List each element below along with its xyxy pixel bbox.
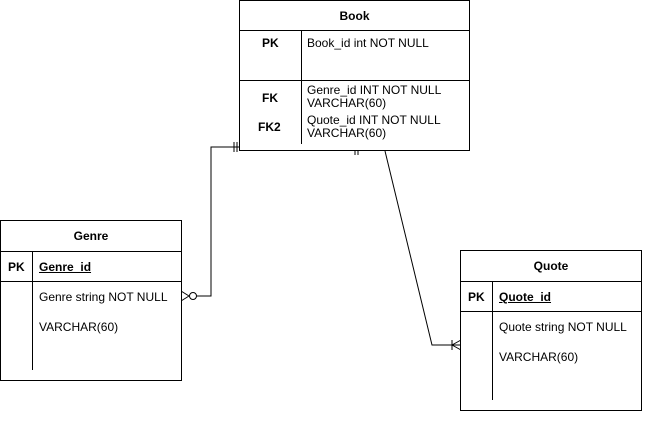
genre-crowfoot-lower — [180, 295, 190, 302]
book-quote-connector — [384, 150, 461, 346]
book-quote-id-field: Quote_id INT NOT NULL VARCHAR(60) — [307, 114, 441, 140]
quote-key-divider — [492, 282, 493, 400]
book-genre-connector — [190, 146, 240, 297]
quote-crowfoot-lower — [451, 344, 462, 351]
quote-id-field: Quote_id — [499, 290, 552, 304]
book-entity[interactable]: Book PK Book_id int NOT NULL FK Genre_id… — [239, 0, 470, 151]
book-genre-id-line1: Genre_id INT NOT NULL — [307, 83, 442, 97]
quote-crowfoot-upper — [451, 339, 462, 346]
genre-crowfoot-upper — [180, 290, 190, 297]
quote-entity[interactable]: Quote PK Quote_id Quote string NOT NULL … — [460, 250, 642, 411]
book-pk-label: PK — [262, 36, 279, 50]
book-id-field: Book_id int NOT NULL — [307, 36, 429, 50]
book-quote-id-line1: Quote_id INT NOT NULL — [307, 113, 441, 127]
quote-title: Quote — [461, 251, 641, 282]
genre-title: Genre — [1, 221, 181, 252]
genre-varchar-field: VARCHAR(60) — [39, 320, 119, 334]
genre-pk-divider — [1, 281, 181, 282]
genre-pk-label: PK — [8, 260, 25, 274]
book-genre-id-line2: VARCHAR(60) — [307, 96, 387, 110]
genre-entity[interactable]: Genre PK Genre_id Genre string NOT NULL … — [0, 220, 182, 381]
genre-string-field: Genre string NOT NULL — [39, 290, 168, 304]
book-fk2-label: FK2 — [258, 120, 281, 134]
genre-key-divider — [32, 252, 33, 370]
book-fk-label: FK — [262, 91, 278, 105]
genre-zero-mark — [189, 292, 197, 300]
quote-string-field: Quote string NOT NULL — [499, 320, 627, 334]
book-quote-id-line2: VARCHAR(60) — [307, 126, 387, 140]
quote-pk-divider — [461, 311, 641, 312]
genre-id-field: Genre_id — [39, 260, 92, 274]
book-row-divider — [240, 80, 469, 81]
quote-pk-label: PK — [468, 290, 485, 304]
book-genre-id-field: Genre_id INT NOT NULL VARCHAR(60) — [307, 84, 441, 110]
book-title: Book — [240, 1, 469, 31]
quote-varchar-field: VARCHAR(60) — [499, 350, 579, 364]
book-key-divider — [301, 31, 302, 144]
